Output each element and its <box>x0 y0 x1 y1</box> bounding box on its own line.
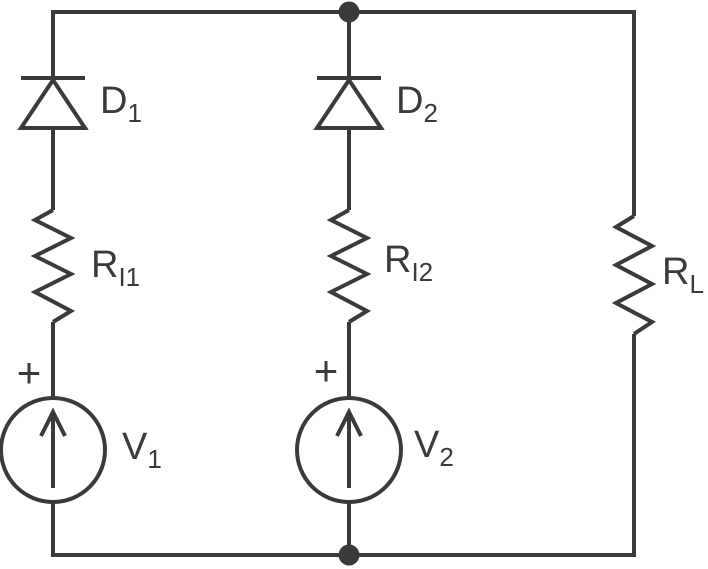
resistor-ri2-label: RI2 <box>384 241 433 285</box>
junction-dot-top <box>338 1 360 23</box>
v2-arrow-head <box>335 407 363 437</box>
d2-triangle <box>313 76 385 130</box>
rl-label-main: R <box>662 251 690 293</box>
d2-label-main: D <box>396 80 424 122</box>
source-v2-symbol <box>295 396 403 504</box>
v1-polarity-plus: + <box>16 349 42 397</box>
junction-dot-bottom <box>338 544 360 566</box>
diode-d2-label: D2 <box>396 82 438 126</box>
resistor-rl-symbol <box>611 214 657 336</box>
ri1-label-sub: I1 <box>118 262 141 292</box>
rl-label-sub: L <box>689 269 704 299</box>
v2-polarity-plus: + <box>313 347 339 395</box>
resistor-ri1-symbol <box>30 208 76 324</box>
resistor-ri1-label: RI1 <box>91 246 140 290</box>
d1-triangle <box>17 76 89 130</box>
resistor-ri2-symbol <box>326 208 372 324</box>
v2-label-sub: 2 <box>439 442 454 472</box>
v1-circle <box>0 396 107 504</box>
d1-label-sub: 1 <box>127 98 142 128</box>
v1-label-sub: 1 <box>147 444 162 474</box>
diode-d2-symbol <box>313 76 385 130</box>
v2-label-main: V <box>414 424 440 466</box>
resistor-rl-label: RL <box>662 253 704 297</box>
v1-arrow-head <box>39 407 67 437</box>
d1-label-main: D <box>100 80 128 122</box>
ri2-label-sub: I2 <box>411 257 434 287</box>
diode-d1-symbol <box>17 76 89 130</box>
d2-label-sub: 2 <box>423 98 438 128</box>
ri1-label-main: R <box>91 244 119 286</box>
source-v1-label: V1 <box>122 428 162 472</box>
diode-d1-label: D1 <box>100 82 142 126</box>
v1-label-main: V <box>122 426 148 468</box>
source-v2-label: V2 <box>414 426 454 470</box>
source-v1-symbol <box>0 396 107 504</box>
ri2-label-main: R <box>384 239 412 281</box>
